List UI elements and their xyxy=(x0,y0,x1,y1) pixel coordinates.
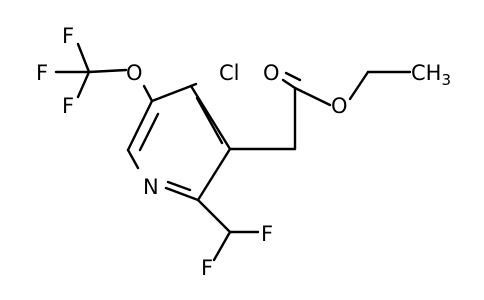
atom-label-o-ether: O xyxy=(126,61,143,85)
trifluoromethoxy-group xyxy=(54,42,154,103)
atom-label-ch3-subscript: 3 xyxy=(441,71,451,89)
bond-carbonyl-o-double-a xyxy=(281,78,297,90)
atom-label-f-left: F xyxy=(36,61,48,85)
atom-label-n-ring: N xyxy=(143,175,159,199)
atom-label-f-right: F xyxy=(261,222,273,246)
difluoromethyl-group xyxy=(196,198,260,262)
ethyl-acetate-chain xyxy=(228,70,412,151)
bond-o-cf3 xyxy=(87,68,128,74)
ring-bond-c6-c5 xyxy=(126,99,154,152)
bond-c2-chf2 xyxy=(196,198,232,234)
ring-bond-c2-n-inner xyxy=(166,180,192,192)
atom-label-f-bottom: F xyxy=(62,94,74,118)
bond-cf3-f-top xyxy=(76,42,91,74)
bond-c4-cl xyxy=(189,82,198,88)
bond-c5-o xyxy=(142,84,154,103)
atom-label-f-lower: F xyxy=(201,256,213,280)
bond-carbonyl-o-ester xyxy=(293,86,332,107)
ring-bond-c4-c3-inner xyxy=(195,96,224,145)
ring-bond-n-c6 xyxy=(126,148,140,170)
atom-label-ch3: CH3 xyxy=(411,61,451,89)
ring-bond-c2-n xyxy=(164,186,200,202)
bond-carbonyl-o-double-b xyxy=(284,71,302,82)
pyridine-ring xyxy=(126,84,232,202)
bond-chf2-f-lower xyxy=(212,230,232,262)
bond-cf3-f-bottom xyxy=(76,70,91,99)
bond-o-ethyl-ch2 xyxy=(348,70,370,101)
atom-label-o-ester: O xyxy=(331,94,348,118)
ring-bond-c4-c3 xyxy=(189,84,232,151)
atom-label-ch3-main: CH xyxy=(411,61,441,85)
ring-bond-c3-c2 xyxy=(196,147,232,202)
ring-bond-c6-c5-inner xyxy=(138,112,160,152)
atom-label-f-top: F xyxy=(62,24,74,48)
atom-label-cl: Cl xyxy=(219,61,240,85)
atom-label-o-carbonyl: O xyxy=(263,61,280,85)
ring-bond-c5-c4 xyxy=(150,84,193,103)
